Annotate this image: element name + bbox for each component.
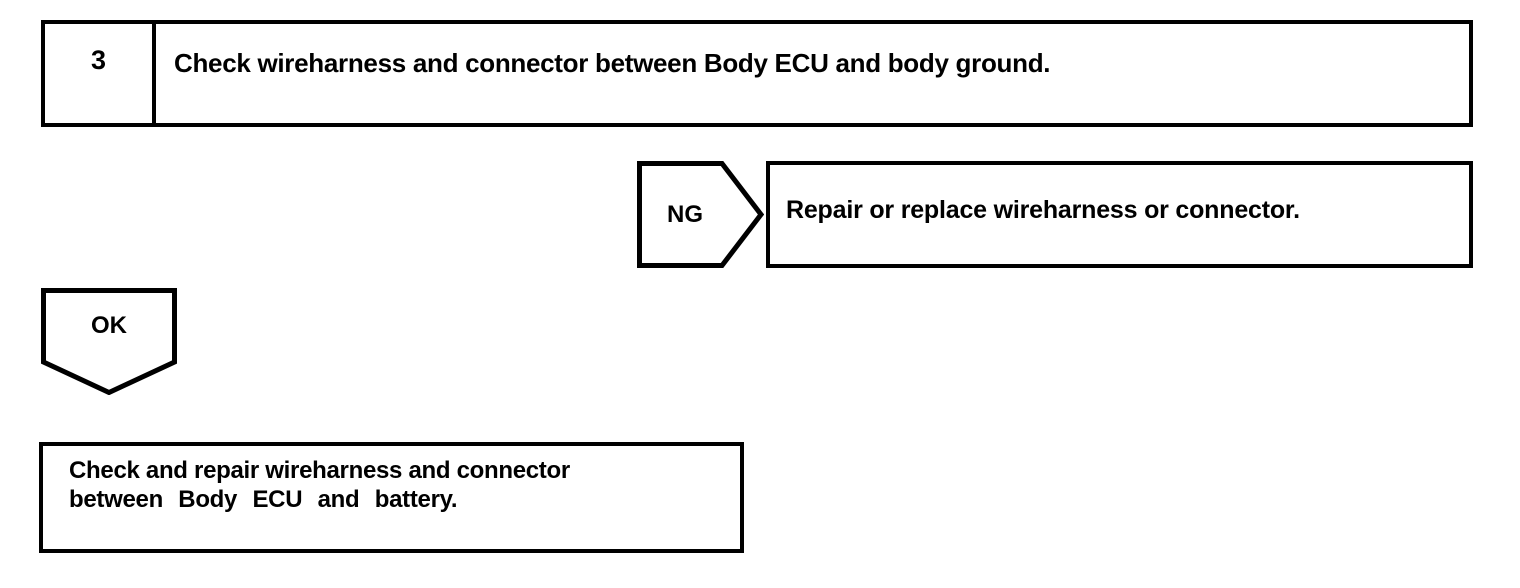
ok-branch-tag: OK	[41, 288, 177, 395]
ok-branch-label: OK	[91, 312, 127, 339]
ng-result-text: Repair or replace wireharness or connect…	[786, 196, 1300, 224]
final-action-box: Check and repair wireharness and connect…	[39, 442, 744, 553]
ng-pentagon-shape	[637, 161, 764, 268]
final-action-line-2: between Body ECU and battery.	[69, 486, 458, 513]
ok-pentagon-shape	[41, 288, 177, 395]
step-number-cell: 3	[45, 24, 156, 123]
ng-result-box: Repair or replace wireharness or connect…	[766, 161, 1473, 268]
step-box: 3 Check wireharness and connector betwee…	[41, 20, 1473, 127]
ng-branch-tag: NG	[637, 161, 764, 268]
step-number: 3	[90, 45, 107, 75]
ng-branch-label: NG	[667, 200, 703, 228]
step-instruction-text: Check wireharness and connector between …	[174, 48, 1051, 78]
final-action-line-1: Check and repair wireharness and connect…	[69, 457, 570, 484]
